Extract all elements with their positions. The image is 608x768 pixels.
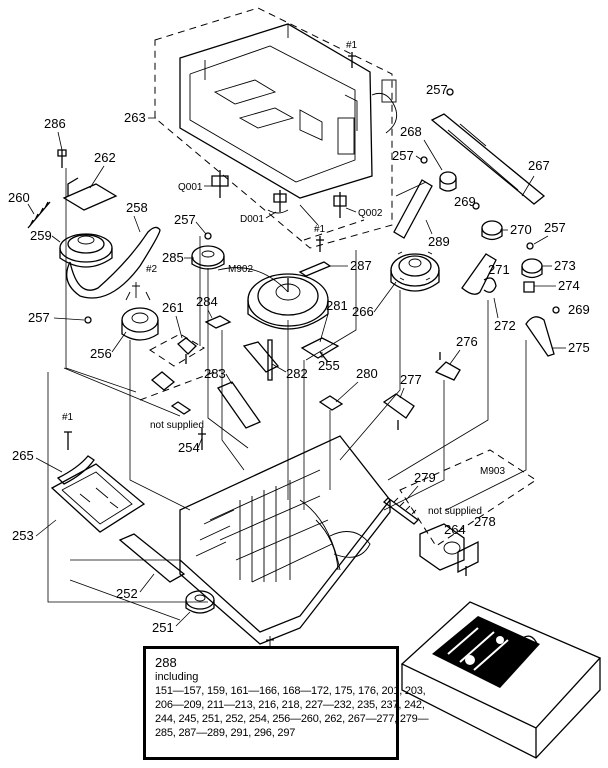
callout-254: 254 bbox=[178, 440, 200, 455]
label-m903: M903 bbox=[480, 466, 505, 477]
callout-270: 270 bbox=[510, 222, 532, 237]
leader-lines bbox=[47, 168, 537, 621]
not-supplied-note-right: not supplied bbox=[428, 506, 482, 517]
callout-257-right-c: 257 bbox=[544, 220, 566, 235]
includes-line-1: 151—157, 159, 161—166, 168—172, 175, 176… bbox=[155, 685, 426, 697]
callout-264: 264 bbox=[444, 522, 466, 537]
callout-269-top: 269 bbox=[454, 194, 476, 209]
callout-251: 251 bbox=[152, 620, 174, 635]
screw-mark-1-top: #1 bbox=[346, 40, 358, 51]
callout-labels: 263 286 262 260 259 258 257 256 257 285 … bbox=[8, 40, 590, 663]
callout-289: 289 bbox=[428, 234, 450, 249]
callout-275: 275 bbox=[568, 340, 590, 355]
callout-271: 271 bbox=[488, 262, 510, 277]
includes-line-2: 206—209, 211—213, 216, 218, 227—232, 235… bbox=[155, 699, 425, 711]
callout-263: 263 bbox=[124, 110, 146, 125]
circuit-board-263 bbox=[154, 7, 398, 249]
callout-269-right: 269 bbox=[568, 302, 590, 317]
callout-262: 262 bbox=[94, 150, 116, 165]
includes-box: 288 including 151—157, 159, 161—166, 168… bbox=[143, 646, 429, 760]
callout-257-left: 257 bbox=[28, 310, 50, 325]
callout-274: 274 bbox=[558, 278, 580, 293]
callout-266: 266 bbox=[352, 304, 374, 319]
callout-258: 258 bbox=[126, 200, 148, 215]
callout-277: 277 bbox=[400, 372, 422, 387]
main-chassis bbox=[179, 435, 391, 646]
callout-255: 255 bbox=[318, 358, 340, 373]
capstan-motor-m902 bbox=[191, 232, 329, 330]
callout-286: 286 bbox=[44, 116, 66, 131]
callout-260: 260 bbox=[8, 190, 30, 205]
not-supplied-note-left: not supplied bbox=[150, 420, 204, 431]
label-q001: Q001 bbox=[178, 182, 203, 193]
label-m902: M902 bbox=[228, 264, 253, 275]
callout-261: 261 bbox=[162, 300, 184, 315]
callout-281: 281 bbox=[326, 298, 348, 313]
callout-259: 259 bbox=[30, 228, 52, 243]
screw-mark-1-left: #1 bbox=[62, 412, 74, 423]
right-lower-parts bbox=[383, 497, 479, 576]
callout-283: 283 bbox=[204, 366, 226, 381]
includes-line-4: 285, 287—289, 291, 296, 297 bbox=[155, 727, 296, 739]
callout-253: 253 bbox=[12, 528, 34, 543]
callout-257-center: 257 bbox=[174, 212, 196, 227]
pulley-assembly-left bbox=[27, 149, 161, 341]
callout-280: 280 bbox=[356, 366, 378, 381]
callout-285: 285 bbox=[162, 250, 184, 265]
screw-mark-1-mid: #1 bbox=[314, 224, 326, 235]
location-inset bbox=[400, 601, 602, 759]
includes-line-3: 244, 245, 251, 252, 254, 256—260, 262, 2… bbox=[155, 713, 429, 725]
reel-disk-266 bbox=[390, 251, 440, 292]
callout-256: 256 bbox=[90, 346, 112, 361]
callout-287: 287 bbox=[350, 258, 372, 273]
callout-278: 278 bbox=[474, 514, 496, 529]
callout-282: 282 bbox=[286, 366, 308, 381]
callout-252: 252 bbox=[116, 586, 138, 601]
left-lower-parts bbox=[50, 333, 280, 614]
callout-257-right-a: 257 bbox=[426, 82, 448, 97]
includes-box-ref: 288 bbox=[155, 655, 177, 670]
callout-257-right-b: 257 bbox=[392, 148, 414, 163]
callout-276: 276 bbox=[456, 334, 478, 349]
includes-box-label: including bbox=[155, 671, 199, 683]
callout-284: 284 bbox=[196, 294, 218, 309]
callout-273: 273 bbox=[554, 258, 576, 273]
callout-279: 279 bbox=[414, 470, 436, 485]
callout-265: 265 bbox=[12, 448, 34, 463]
label-q002: Q002 bbox=[358, 208, 383, 219]
callout-272: 272 bbox=[494, 318, 516, 333]
callout-268: 268 bbox=[400, 124, 422, 139]
label-d001: D001 bbox=[240, 214, 264, 225]
screw-mark-2: #2 bbox=[146, 264, 158, 275]
callout-267: 267 bbox=[528, 158, 550, 173]
right-mechanism-parts bbox=[298, 88, 560, 430]
